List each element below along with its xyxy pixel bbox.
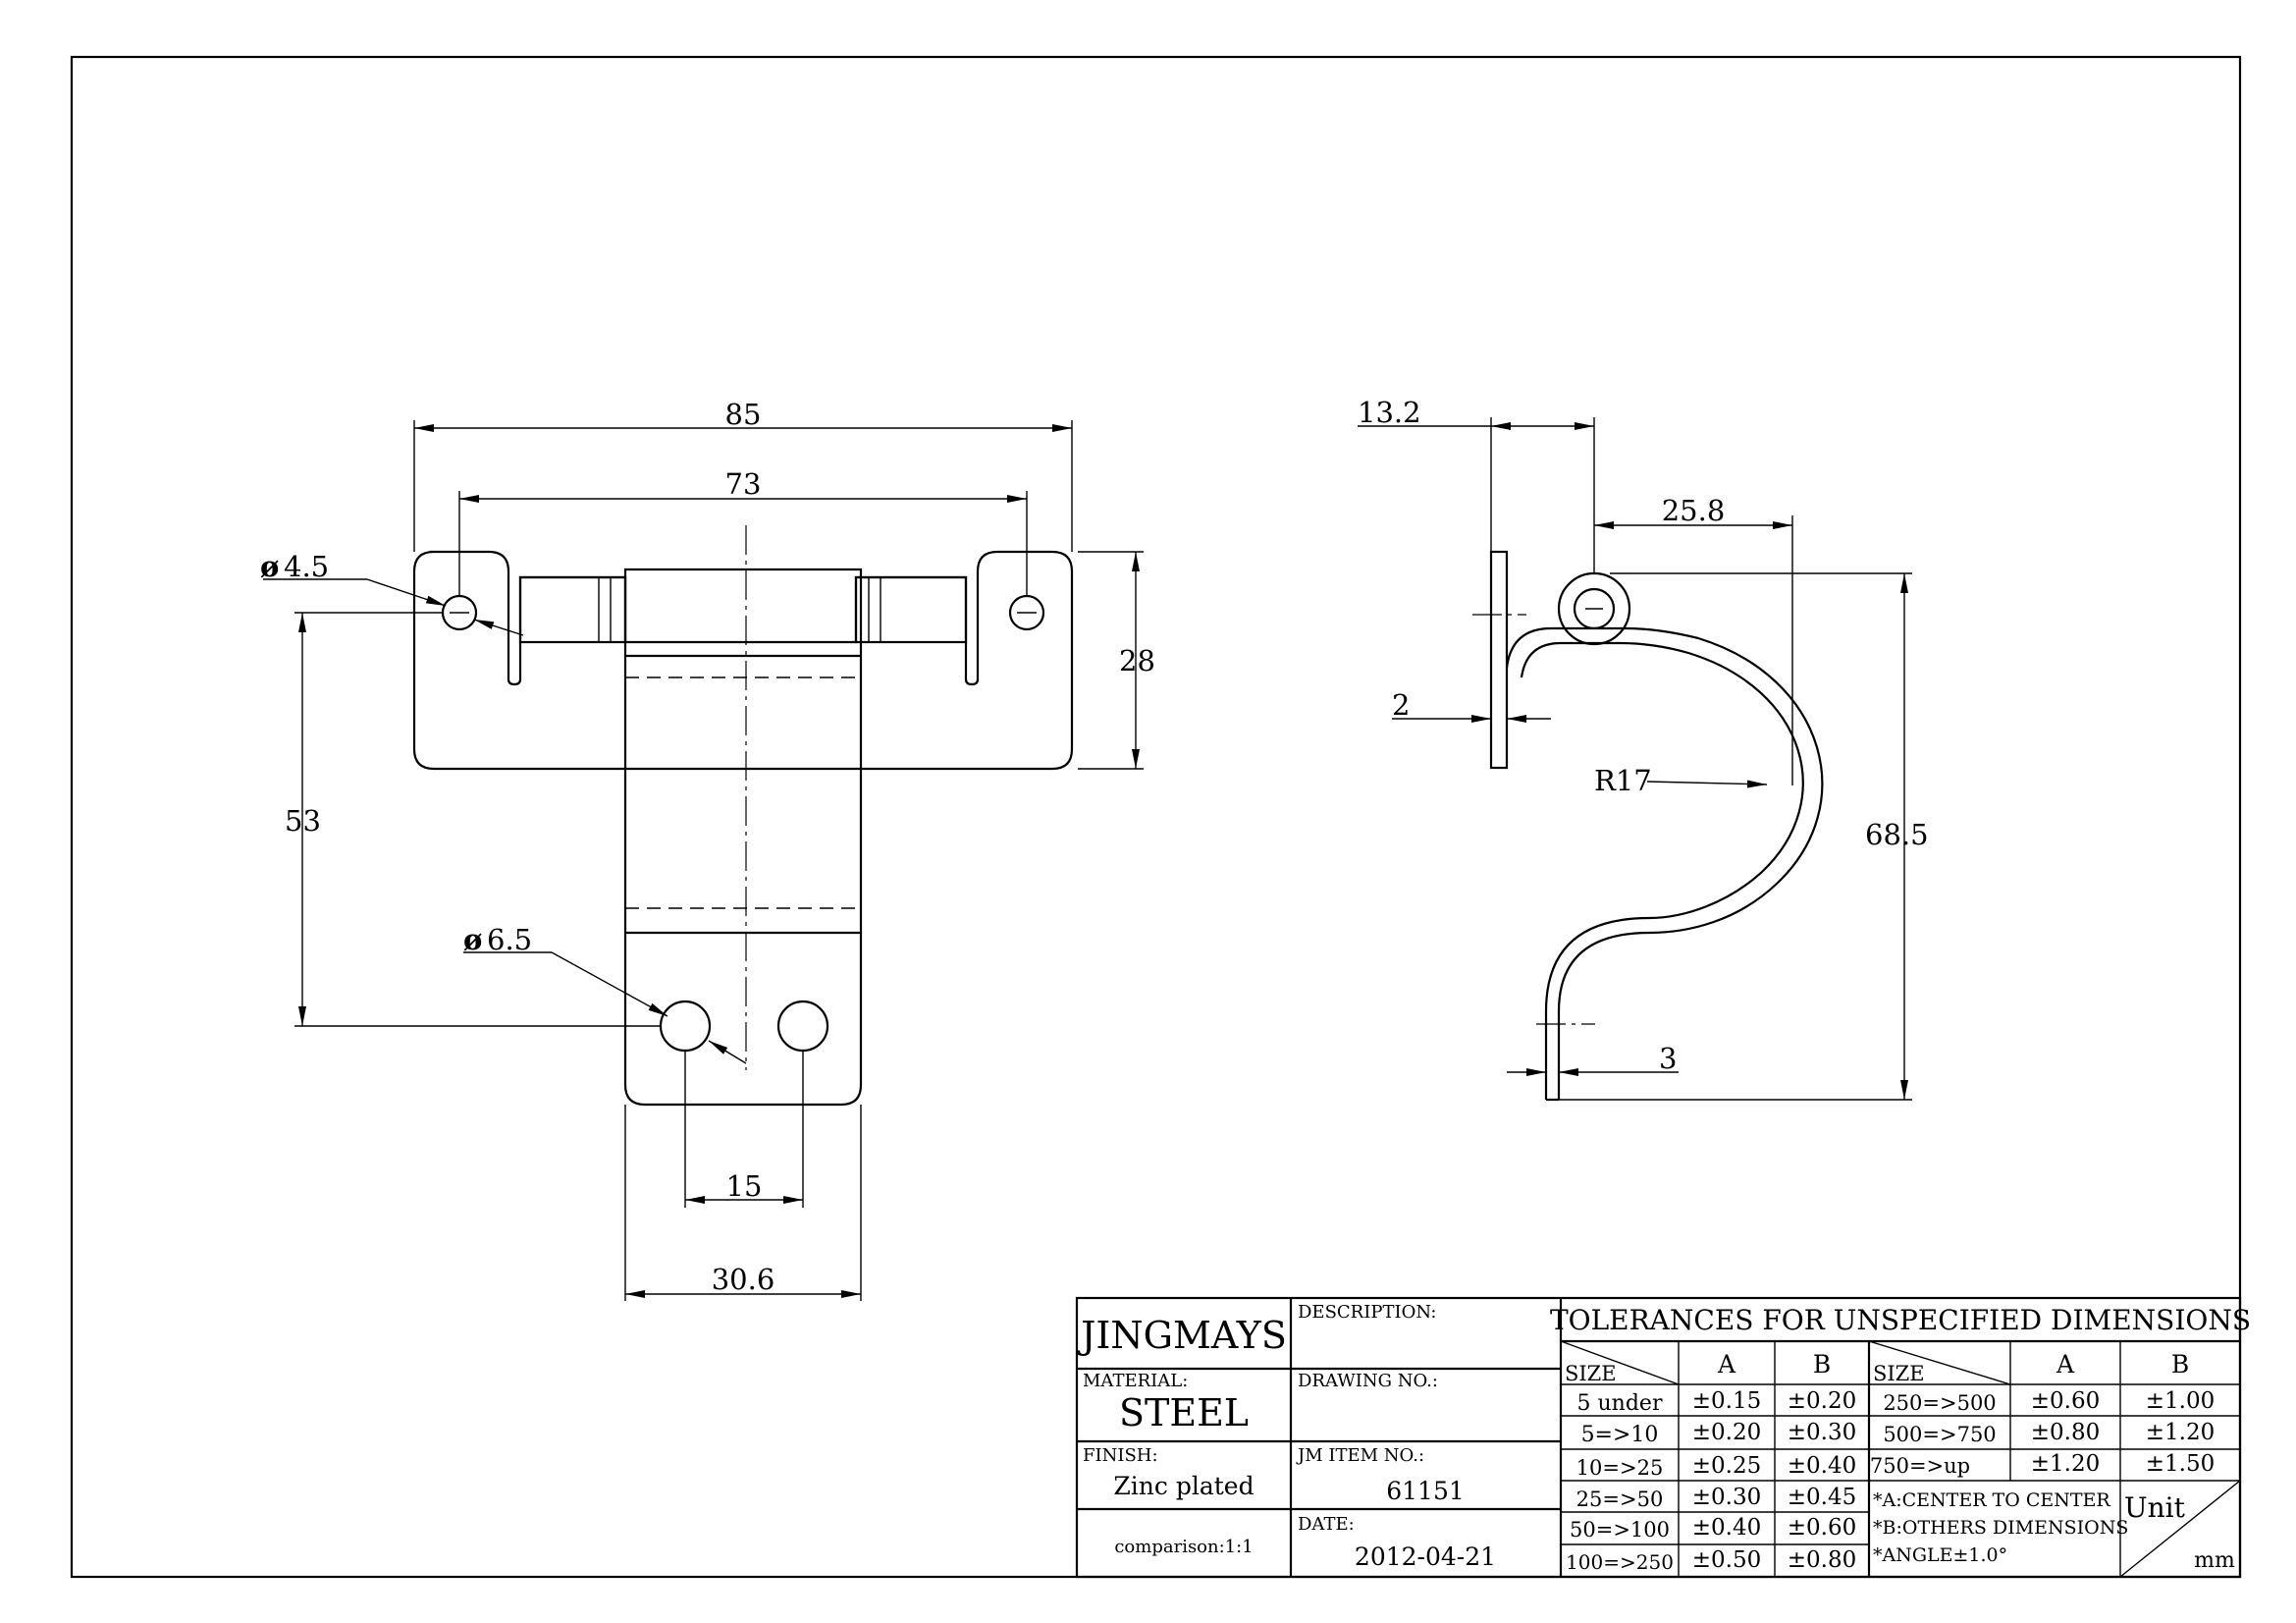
description-label: DESCRIPTION: (1298, 1302, 1437, 1323)
front-pin-left (518, 575, 627, 644)
tolerance-b: ±1.00 (2146, 1388, 2215, 1414)
tolerance-table: TOLERANCES FOR UNSPECIFIED DIMENSIONS SI… (1550, 1304, 2251, 1578)
tolerance-size: 100=>250 (1566, 1550, 1674, 1574)
tolerance-size: 5=>10 (1581, 1423, 1659, 1447)
tolerance-b: ±0.80 (1788, 1547, 1856, 1573)
tolerance-a: ±0.40 (1692, 1515, 1761, 1541)
dim-hole-large: 6.5 (487, 923, 532, 956)
dim-height: 68.5 (1865, 818, 1929, 851)
note-center-to-center: *A:CENTER TO CENTER (1873, 1489, 2110, 1511)
tolerance-a: ±0.80 (2031, 1420, 2100, 1445)
dim-plate-height: 28 (1119, 644, 1155, 677)
finish-value: Zinc plated (1113, 1472, 1254, 1500)
dim-thickness-leaf: 3 (1659, 1042, 1677, 1075)
material-label: MATERIAL: (1083, 1371, 1188, 1391)
tolerance-b: ±1.20 (2146, 1420, 2215, 1445)
item-no-value: 61151 (1386, 1477, 1465, 1505)
tolerance-b: ±0.40 (1788, 1453, 1856, 1479)
dim-hole-large-symbol: ø (463, 923, 482, 956)
tolerance-b: ±0.60 (1788, 1515, 1856, 1541)
left-tolerance-rows: 5 under ±0.15 ±0.20 5=>10 ±0.20 ±0.30 10… (1566, 1388, 1856, 1574)
note-other-dimensions: *B:OTHERS DIMENSIONS (1873, 1517, 2128, 1539)
side-view (1472, 550, 1824, 1102)
right-size-header: SIZE (1873, 1362, 1925, 1385)
material-value: STEEL (1119, 1391, 1249, 1434)
tolerance-a: ±0.60 (2031, 1388, 2100, 1414)
drawing-no-label: DRAWING NO.: (1298, 1371, 1438, 1391)
tolerance-b: ±1.50 (2146, 1451, 2215, 1477)
finish-label: FINISH: (1083, 1445, 1158, 1466)
left-col-b-header: B (1813, 1350, 1831, 1379)
tolerance-a: ±0.20 (1692, 1420, 1761, 1445)
front-top-plate-outline (412, 550, 1074, 771)
left-size-header: SIZE (1565, 1362, 1617, 1385)
tolerance-b: ±0.20 (1788, 1388, 1856, 1414)
side-profile-inner (1520, 641, 1804, 1100)
right-tolerance-rows: 250=>500 ±0.60 ±1.00 500=>750 ±0.80 ±1.2… (1870, 1388, 2215, 1478)
dim-offset: 13.2 (1358, 396, 1421, 429)
dim-hole-spacing: 73 (725, 467, 762, 501)
right-col-b-header: B (2171, 1350, 2189, 1379)
tolerance-size: 50=>100 (1570, 1518, 1670, 1542)
dim-radius: R17 (1594, 764, 1652, 797)
company-name: JINGMAYS (1077, 1314, 1287, 1357)
left-col-a-header: A (1717, 1350, 1736, 1379)
front-leaf-outline (623, 568, 863, 1107)
comparison-scale: comparison:1:1 (1114, 1537, 1253, 1557)
date-value: 2012-04-21 (1355, 1542, 1496, 1571)
front-hole-bottom-left (659, 1000, 712, 1053)
side-dimensions: 13.2 25.8 2 R17 68.5 3 (1358, 396, 1929, 1101)
tolerance-a: ±0.30 (1692, 1485, 1761, 1510)
tolerance-title: TOLERANCES FOR UNSPECIFIED DIMENSIONS (1550, 1304, 2251, 1336)
tolerance-a: ±0.15 (1692, 1388, 1761, 1414)
note-angle: *ANGLE±1.0° (1873, 1544, 2007, 1566)
dim-leaf-width: 30.6 (712, 1263, 775, 1296)
date-label: DATE: (1298, 1514, 1355, 1535)
tolerance-size: 25=>50 (1576, 1488, 1664, 1511)
unit-label: Unit (2124, 1491, 2186, 1524)
tolerance-b: ±0.45 (1788, 1485, 1856, 1510)
dim-thickness-plate: 2 (1392, 688, 1410, 722)
tolerance-size: 5 under (1577, 1391, 1663, 1416)
title-block: JINGMAYS DESCRIPTION: MATERIAL: STEEL DR… (1075, 1296, 2242, 1579)
tolerance-a: ±0.25 (1692, 1453, 1761, 1479)
right-col-a-header: A (2056, 1350, 2075, 1379)
front-pin-right (854, 575, 968, 644)
front-dimensions: 85 73 ø 4.5 28 53 ø 6.5 15 (260, 398, 1155, 1301)
tolerance-a: ±0.50 (1692, 1547, 1761, 1573)
dim-reach: 25.8 (1662, 494, 1726, 527)
side-plate (1489, 550, 1509, 770)
tolerance-size: 500=>750 (1883, 1423, 1996, 1446)
front-view (412, 525, 1074, 1107)
dim-width-overall: 85 (725, 398, 762, 431)
tolerance-b: ±0.30 (1788, 1420, 1856, 1445)
tolerance-a: ±1.20 (2031, 1451, 2100, 1477)
tolerance-size: 250=>500 (1883, 1391, 1996, 1415)
tolerance-size: 10=>25 (1576, 1456, 1664, 1480)
unit-value: mm (2194, 1548, 2235, 1573)
side-profile-outer (1505, 626, 1824, 1100)
dim-bottom-holes: 15 (726, 1169, 763, 1203)
dim-hole-small: 4.5 (284, 550, 329, 583)
tolerance-size: 750=>up (1870, 1454, 1970, 1478)
item-no-label: JM ITEM NO.: (1296, 1445, 1424, 1466)
front-hole-bottom-right (776, 1000, 829, 1053)
dim-vertical: 53 (285, 804, 321, 838)
dim-hole-small-symbol: ø (260, 550, 279, 583)
